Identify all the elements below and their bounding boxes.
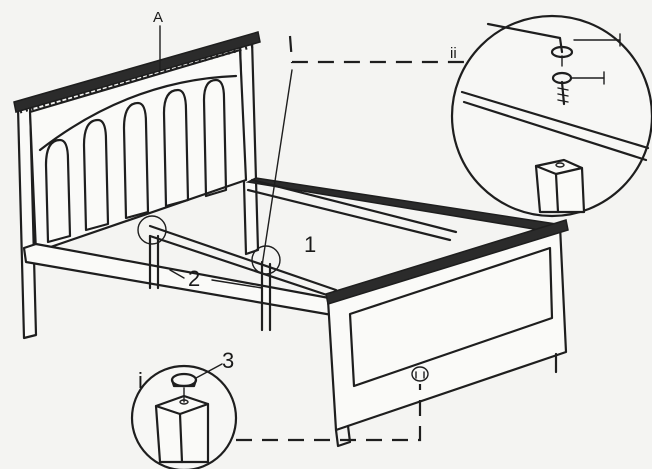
foot-detail-marker bbox=[411, 366, 429, 382]
joint-marker-right bbox=[251, 245, 281, 275]
leader-detail-top bbox=[288, 35, 470, 64]
footboard-top-trim bbox=[325, 219, 569, 305]
leader-detail-bottom bbox=[236, 384, 422, 442]
joint-marker-left bbox=[137, 215, 167, 245]
bed-frame-rails: 1 2 bbox=[22, 177, 558, 332]
detail-i-foot-connection: i 3 bbox=[130, 348, 238, 469]
label-foot: 3 bbox=[222, 348, 234, 373]
label-detail-i: i bbox=[138, 368, 143, 393]
label-detail-ii: ii bbox=[450, 45, 457, 62]
label-rail: 1 bbox=[304, 232, 316, 257]
label-headboard: A bbox=[153, 9, 163, 26]
headboard: A bbox=[13, 9, 261, 340]
detail-ii-bolt-connection: ii bbox=[450, 14, 652, 218]
headboard-top-trim bbox=[13, 31, 261, 113]
footboard bbox=[325, 219, 569, 448]
label-slat: 2 bbox=[188, 266, 200, 291]
